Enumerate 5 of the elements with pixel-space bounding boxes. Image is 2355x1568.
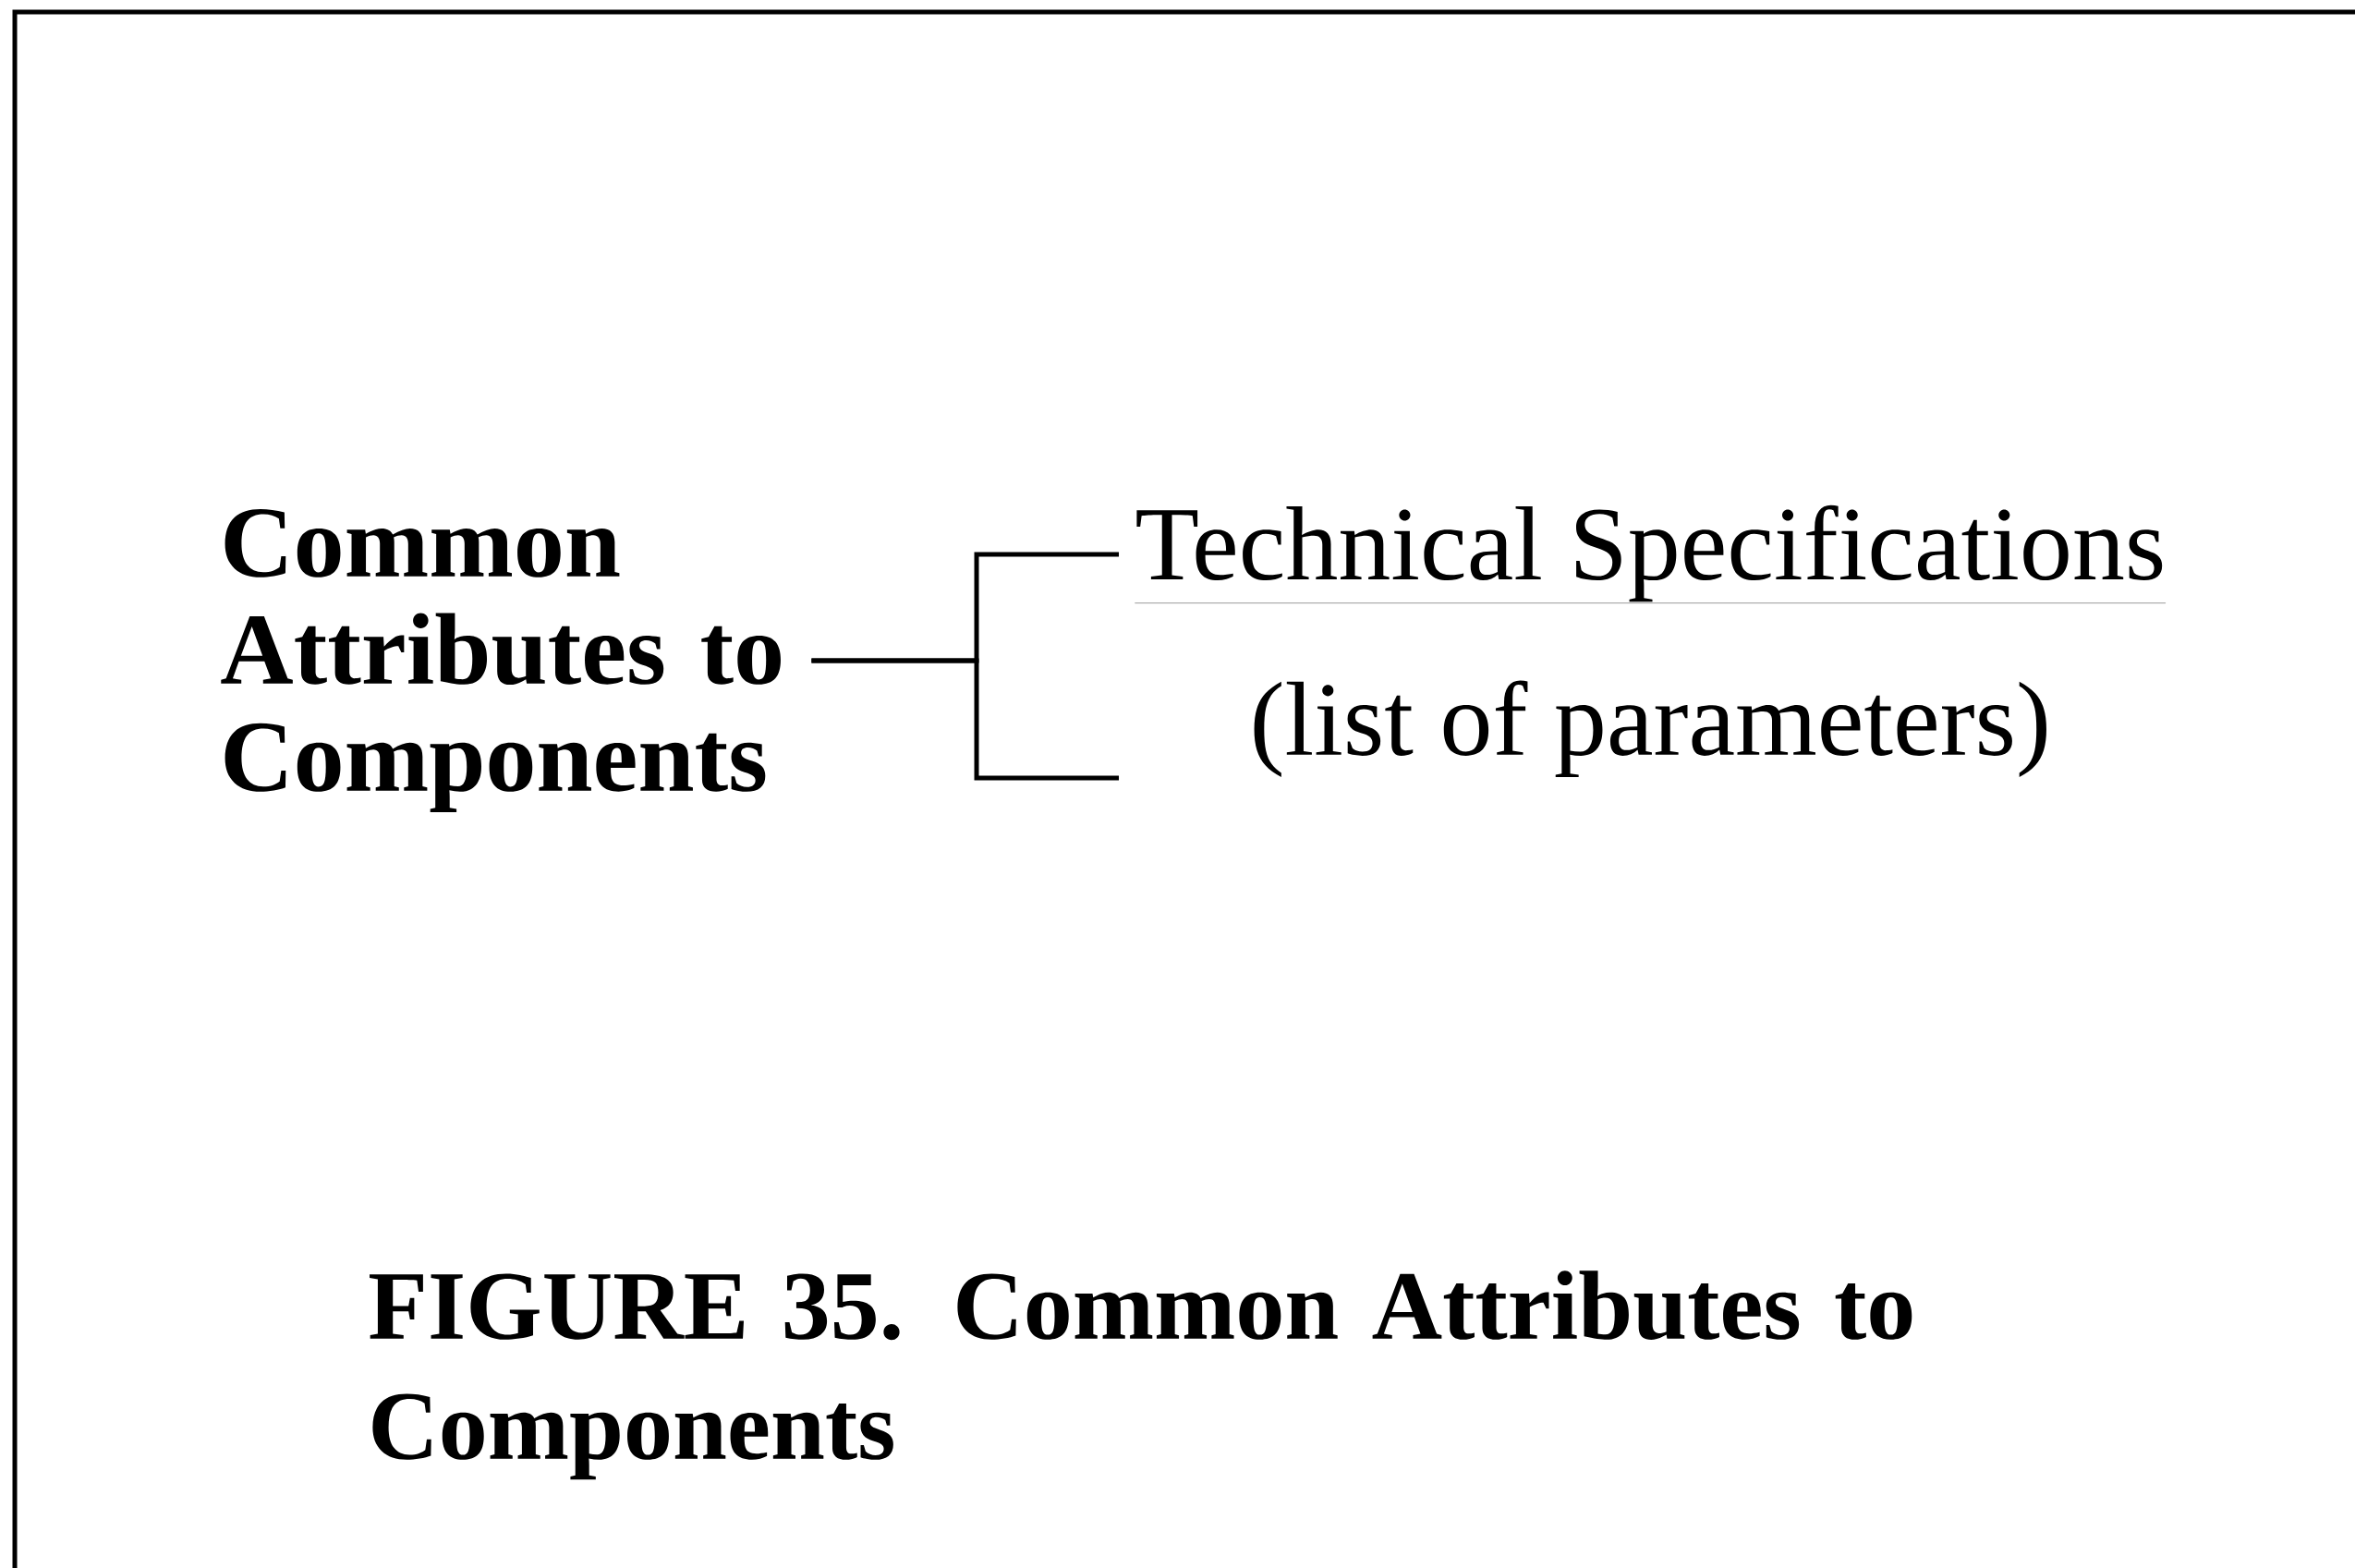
label-text: Common Attributes to Components <box>221 508 781 813</box>
caption: FIGURE 35. Common Attributes to Components <box>370 1270 1912 1480</box>
connector-line <box>811 658 1119 781</box>
label-text: (list of parameters) <box>1254 680 2046 778</box>
heading-text: Technical Specifications <box>1135 504 2167 603</box>
